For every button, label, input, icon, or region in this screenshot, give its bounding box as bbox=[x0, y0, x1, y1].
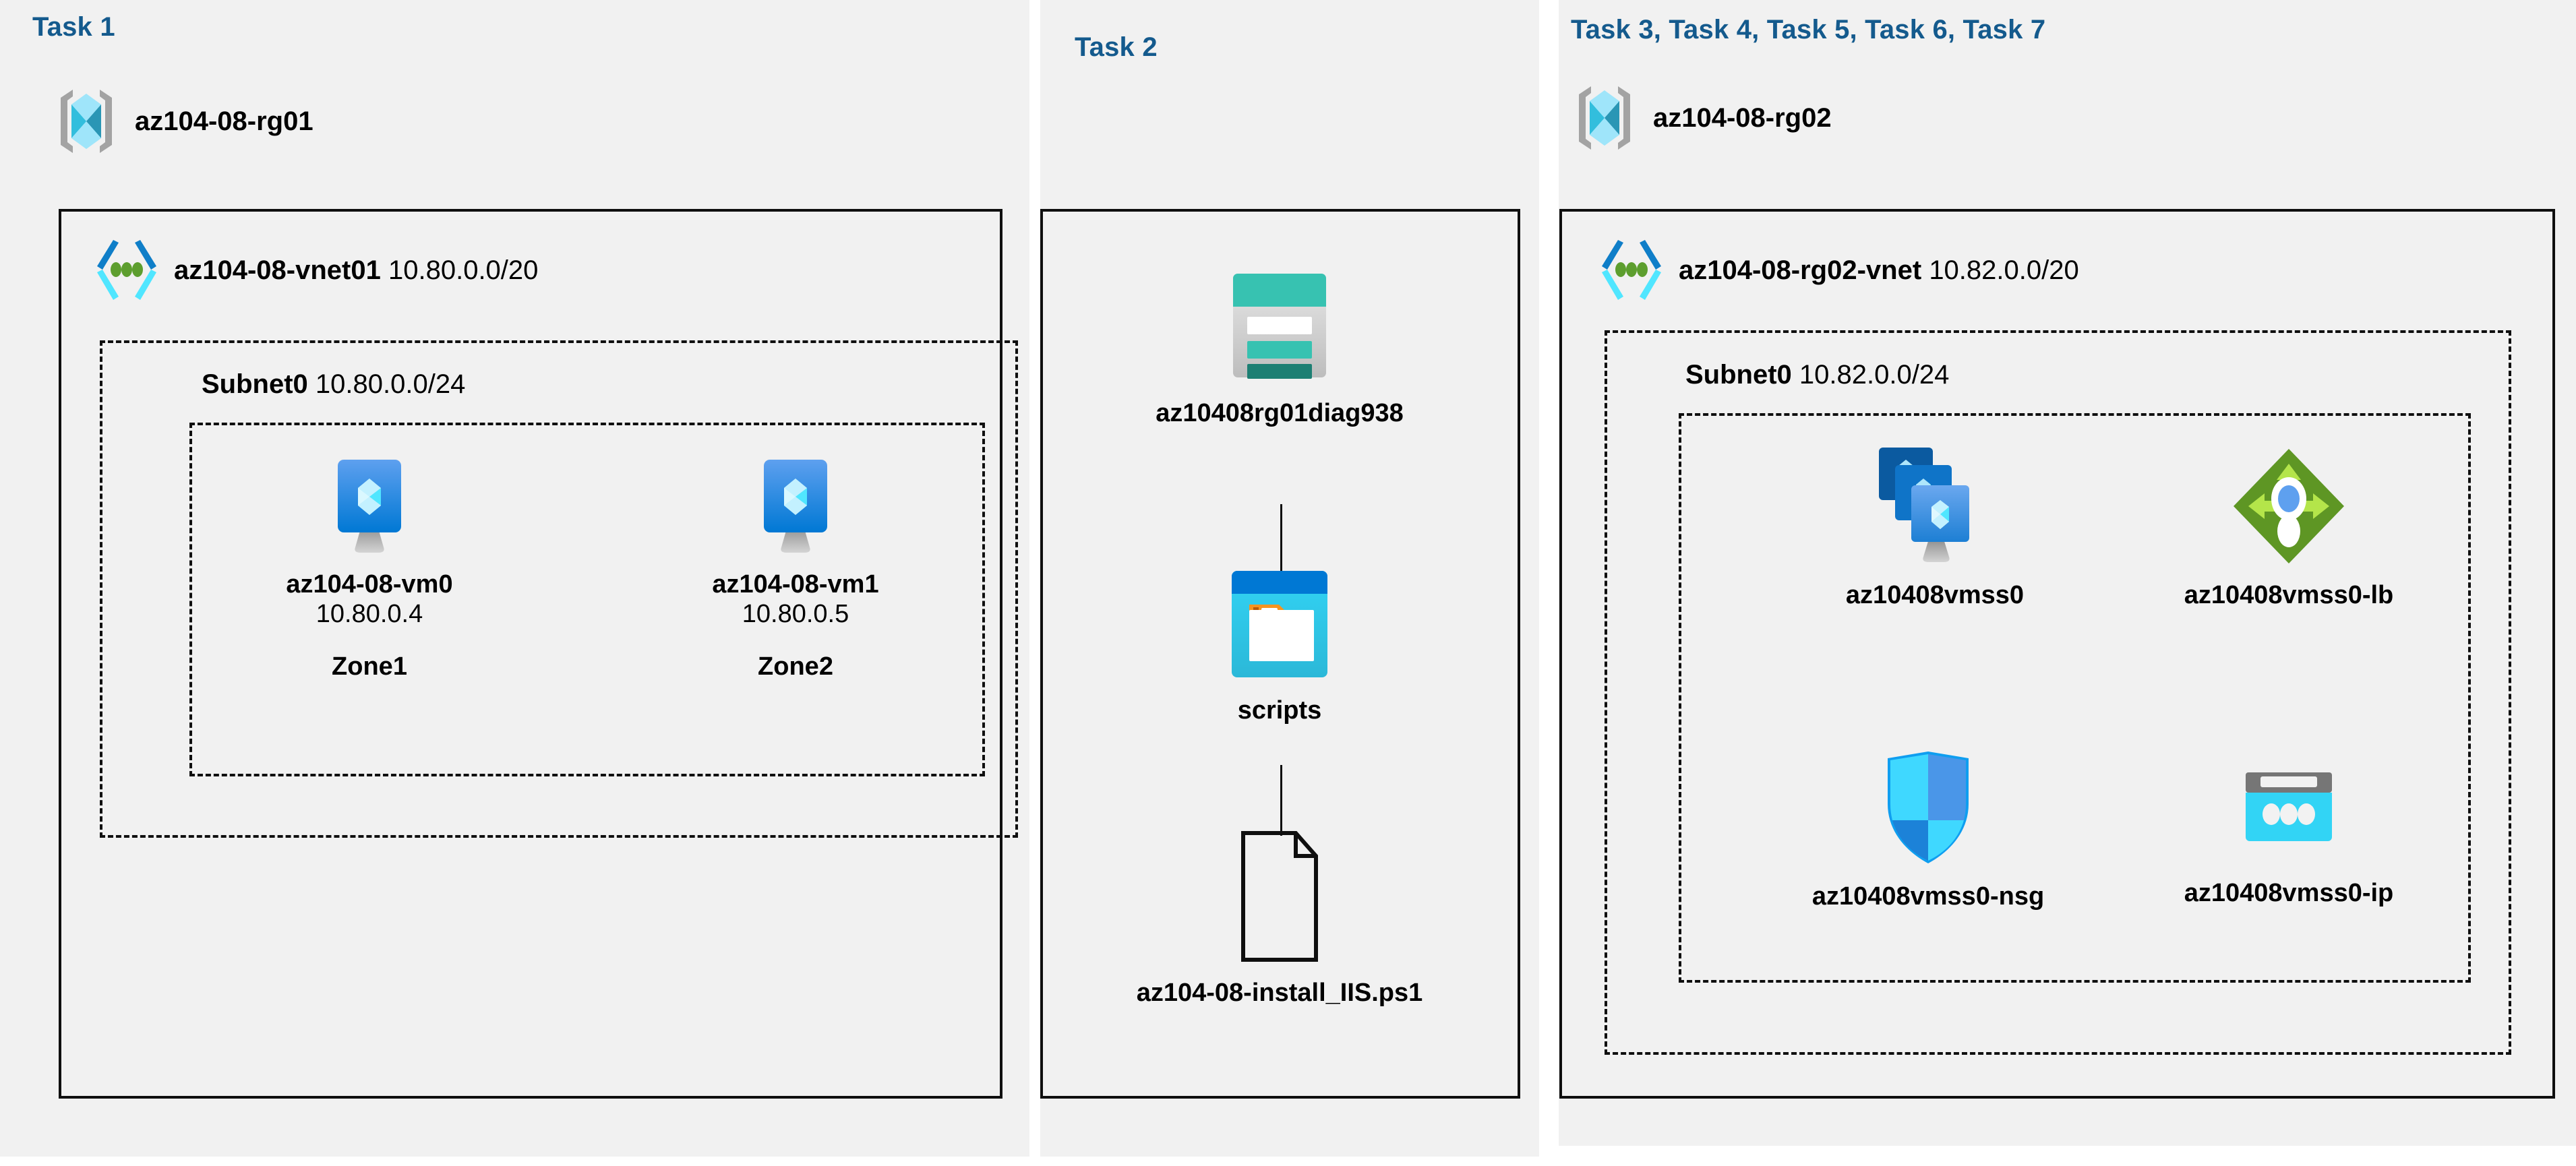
nsg-name: az10408vmss0-nsg bbox=[1811, 882, 2045, 911]
connector-scripts-to-file bbox=[1280, 765, 1282, 836]
zones-box-task1 bbox=[189, 423, 985, 776]
vm-name: az104-08-vm1 bbox=[712, 570, 879, 599]
rg02-header: az104-08-rg02 bbox=[1571, 81, 1832, 155]
task3-7-panel bbox=[1559, 0, 2576, 1146]
vm-zone: Zone2 bbox=[758, 652, 833, 681]
blob-container-name: scripts bbox=[1237, 696, 1322, 725]
vm-ip: 10.80.0.4 bbox=[316, 599, 423, 628]
load-balancer-icon bbox=[2225, 443, 2353, 572]
vnet02-box bbox=[1559, 209, 2555, 1099]
vnet01-header: az104-08-vnet01 10.80.0.0/20 bbox=[93, 237, 538, 303]
virtual-network-icon bbox=[93, 237, 160, 303]
vm-name: az104-08-vm0 bbox=[286, 570, 453, 599]
virtual-machine-icon bbox=[326, 453, 413, 561]
vm-ip: 10.80.0.5 bbox=[742, 599, 849, 628]
rg01-header: az104-08-rg01 bbox=[53, 84, 313, 158]
vnet01-box bbox=[59, 209, 1002, 1099]
virtual-machine-icon bbox=[752, 453, 839, 561]
nsg-node: az10408vmss0-nsg bbox=[1766, 745, 2090, 911]
file-node: az104-08-install_IIS.ps1 bbox=[1087, 828, 1472, 1008]
load-balancer-node: az10408vmss0-lb bbox=[2127, 443, 2451, 610]
subnet0-label-task1: Subnet0 10.80.0.0/24 bbox=[202, 369, 466, 399]
vm-scale-set-icon bbox=[1871, 443, 1999, 572]
task2-box bbox=[1040, 209, 1520, 1099]
vmss-name: az10408vmss0 bbox=[1845, 581, 2025, 609]
vm-node-0: az104-08-vm0 10.80.0.4 Zone1 bbox=[248, 453, 491, 681]
load-balancer-name: az10408vmss0-lb bbox=[2184, 581, 2394, 609]
subnet0-box-task1 bbox=[100, 340, 1018, 838]
file-icon bbox=[1226, 828, 1334, 969]
resources-box-task3 bbox=[1679, 413, 2471, 983]
connector-storage-to-scripts bbox=[1280, 504, 1282, 576]
virtual-network-icon bbox=[1598, 237, 1665, 303]
subnet0-box-task3 bbox=[1605, 330, 2511, 1055]
blob-container-node: scripts bbox=[1087, 561, 1472, 725]
task1-panel bbox=[0, 0, 1029, 1157]
vnet02-name: az104-08-rg02-vnet 10.82.0.0/20 bbox=[1679, 255, 2079, 285]
subnet0-label-task3: Subnet0 10.82.0.0/24 bbox=[1685, 360, 1950, 390]
task3-7-label: Task 3, Task 4, Task 5, Task 6, Task 7 bbox=[1571, 15, 2046, 44]
vm-zone: Zone1 bbox=[332, 652, 407, 681]
storage-account-node: az10408rg01diag938 bbox=[1087, 262, 1472, 428]
vmss-node: az10408vmss0 bbox=[1773, 443, 2097, 610]
public-ip-name: az10408vmss0-ip bbox=[2184, 879, 2394, 907]
task1-label: Task 1 bbox=[32, 12, 115, 42]
rg01-name: az104-08-rg01 bbox=[135, 106, 313, 136]
blob-container-icon bbox=[1217, 561, 1342, 687]
vm-node-1: az104-08-vm1 10.80.0.5 Zone2 bbox=[674, 453, 917, 681]
public-ip-address-icon bbox=[2228, 762, 2349, 869]
rg02-name: az104-08-rg02 bbox=[1653, 102, 1832, 133]
public-ip-node: az10408vmss0-ip bbox=[2127, 762, 2451, 908]
vnet01-name: az104-08-vnet01 10.80.0.0/20 bbox=[174, 255, 539, 285]
resource-group-icon bbox=[53, 84, 120, 158]
task2-label: Task 2 bbox=[1075, 32, 1158, 62]
network-security-group-icon bbox=[1871, 745, 1985, 873]
storage-account-name: az10408rg01diag938 bbox=[1156, 399, 1404, 427]
file-name: az104-08-install_IIS.ps1 bbox=[1136, 979, 1423, 1007]
storage-account-icon bbox=[1217, 262, 1342, 390]
resource-group-icon bbox=[1571, 81, 1638, 155]
vnet02-header: az104-08-rg02-vnet 10.82.0.0/20 bbox=[1598, 237, 2079, 303]
